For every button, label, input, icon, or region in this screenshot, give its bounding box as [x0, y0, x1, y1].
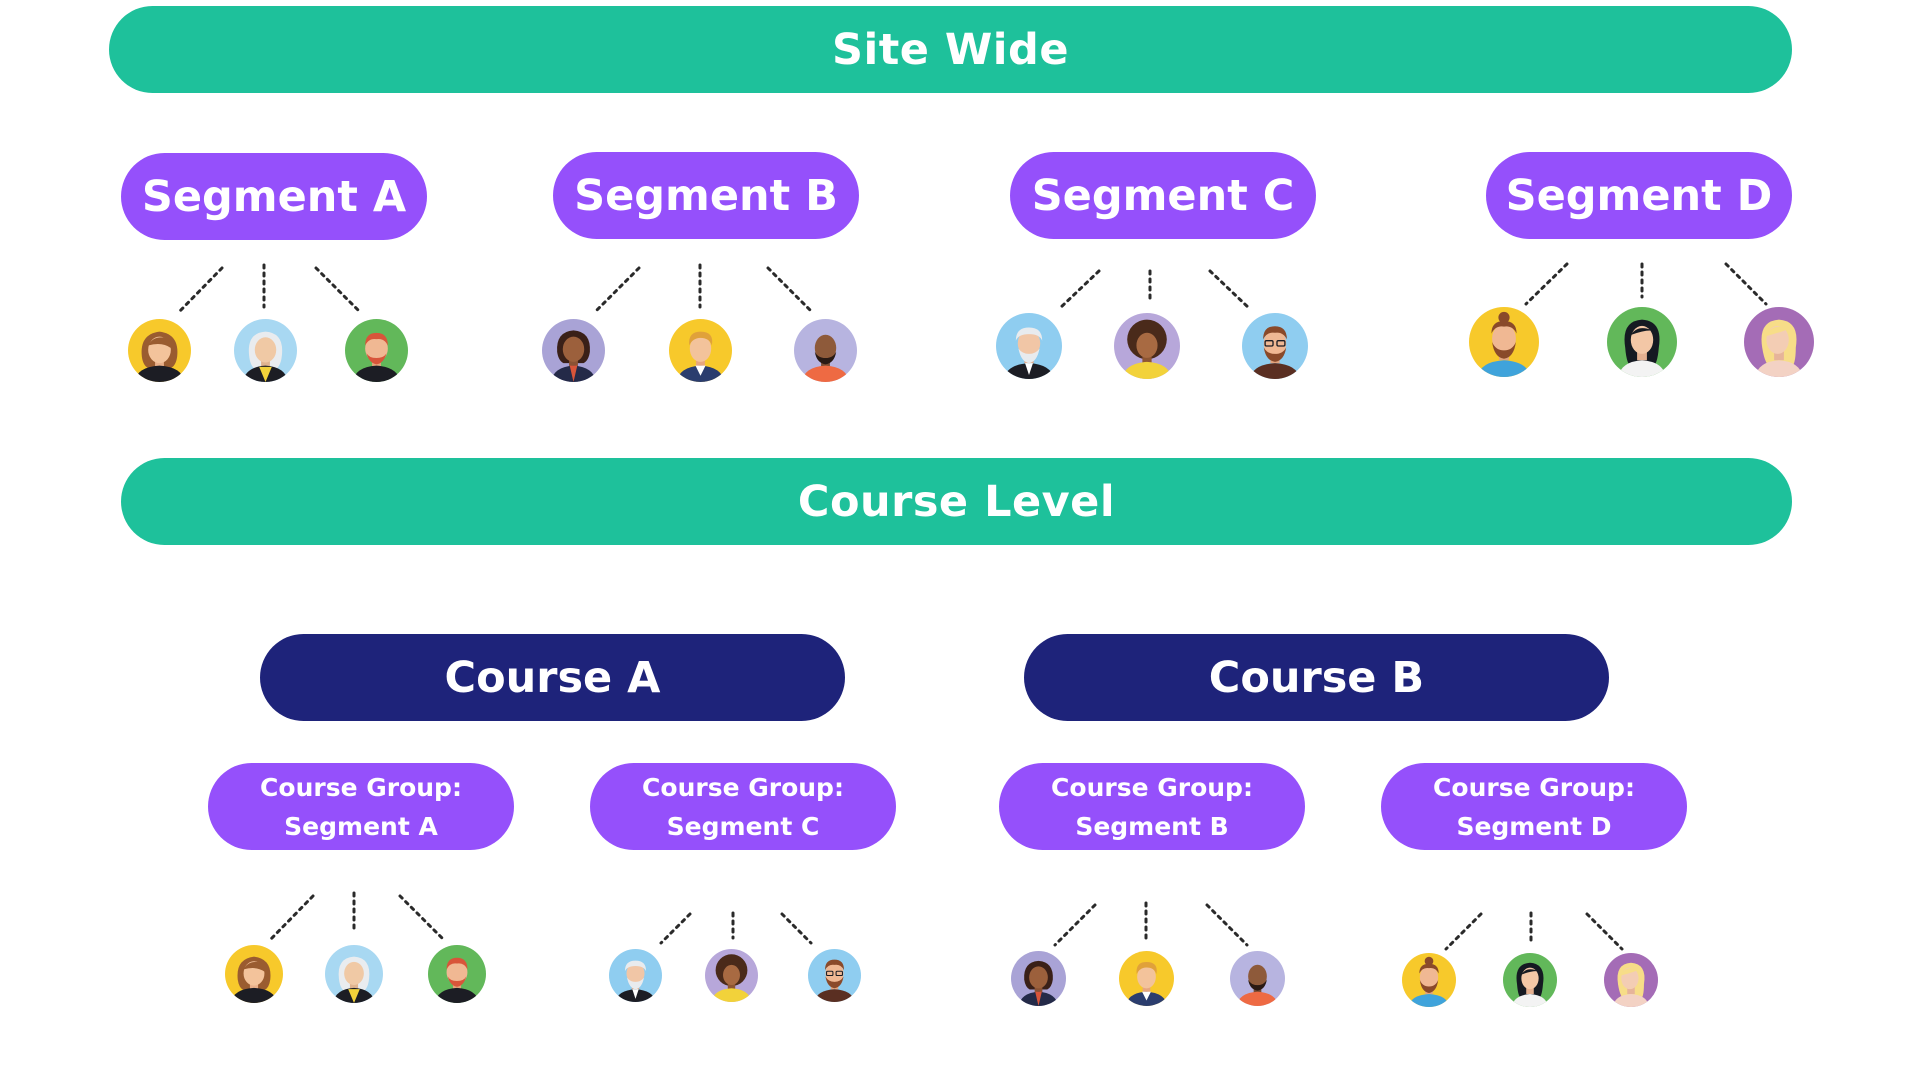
connector-line — [780, 912, 813, 945]
black-hair-woman-avatar — [1503, 953, 1557, 1007]
glasses-beard-man-avatar — [1242, 313, 1308, 379]
curly-woman-avatar — [1114, 313, 1180, 379]
connector-line — [269, 894, 315, 941]
bald-beard-man-avatar — [1230, 951, 1285, 1006]
connector-line — [314, 266, 363, 315]
segment-a-pill: Segment A — [121, 153, 427, 240]
course-group-segment-d-pill: Course Group: Segment D — [1381, 763, 1687, 850]
course-group-segment-c-pill: Course Group: Segment C — [590, 763, 896, 850]
woman-curly-hair-avatar — [128, 319, 191, 382]
connector-line — [176, 266, 224, 315]
connector-line — [1585, 912, 1624, 951]
blond-man-avatar — [1119, 951, 1174, 1006]
connector-line — [1057, 269, 1101, 311]
blonde-woman-avatar — [1604, 953, 1658, 1007]
black-hair-woman-avatar — [1607, 307, 1677, 377]
blond-man-avatar — [669, 319, 732, 382]
connector-line — [1053, 903, 1097, 947]
dark-skin-woman-avatar — [1011, 951, 1066, 1006]
elderly-woman-avatar — [234, 319, 297, 382]
connector-line — [592, 266, 641, 315]
connector-line — [659, 912, 692, 945]
elderly-woman-avatar — [325, 945, 383, 1003]
course-group-d-line1: Course Group: — [1433, 772, 1635, 802]
woman-curly-hair-avatar — [225, 945, 283, 1003]
connector-line — [1444, 912, 1483, 951]
bun-beard-man-avatar — [1402, 953, 1456, 1007]
connector-line — [1205, 903, 1249, 947]
course-b-label: Course B — [1208, 652, 1425, 703]
bald-beard-man-avatar — [794, 319, 857, 382]
course-group-a-line1: Course Group: — [260, 772, 462, 802]
segment-b-pill: Segment B — [553, 152, 859, 239]
course-group-segment-b-pill: Course Group: Segment B — [999, 763, 1305, 850]
connector-line — [1524, 262, 1569, 306]
course-group-b-line2: Segment B — [1075, 811, 1229, 841]
course-group-c-line1: Course Group: — [642, 772, 844, 802]
segment-d-pill: Segment D — [1486, 152, 1792, 239]
blonde-woman-avatar — [1744, 307, 1814, 377]
course-b-pill: Course B — [1024, 634, 1609, 721]
segment-b-label: Segment B — [574, 170, 838, 221]
course-a-label: Course A — [444, 652, 661, 703]
course-group-segment-a-pill: Course Group: Segment A — [208, 763, 514, 850]
red-hair-man-avatar — [428, 945, 486, 1003]
red-hair-man-avatar — [345, 319, 408, 382]
course-group-d-line2: Segment D — [1456, 811, 1612, 841]
connector-line — [1724, 262, 1768, 306]
old-man-beard-avatar — [609, 949, 662, 1002]
curly-woman-avatar — [705, 949, 758, 1002]
old-man-beard-avatar — [996, 313, 1062, 379]
connector-line — [398, 894, 445, 941]
course-level-bar: Course Level — [121, 458, 1792, 545]
segment-d-label: Segment D — [1505, 170, 1773, 221]
connector-line — [1208, 269, 1252, 311]
site-wide-label: Site Wide — [831, 24, 1069, 75]
site-wide-bar: Site Wide — [109, 6, 1792, 93]
segment-c-pill: Segment C — [1010, 152, 1316, 239]
connector-line — [766, 266, 815, 315]
course-a-pill: Course A — [260, 634, 845, 721]
bun-beard-man-avatar — [1469, 307, 1539, 377]
glasses-beard-man-avatar — [808, 949, 861, 1002]
course-group-c-line2: Segment C — [666, 811, 820, 841]
course-group-a-line2: Segment A — [284, 811, 438, 841]
course-group-b-line1: Course Group: — [1051, 772, 1253, 802]
segment-c-label: Segment C — [1031, 170, 1295, 221]
course-level-label: Course Level — [797, 476, 1116, 527]
dark-skin-woman-avatar — [542, 319, 605, 382]
segment-a-label: Segment A — [141, 171, 407, 222]
